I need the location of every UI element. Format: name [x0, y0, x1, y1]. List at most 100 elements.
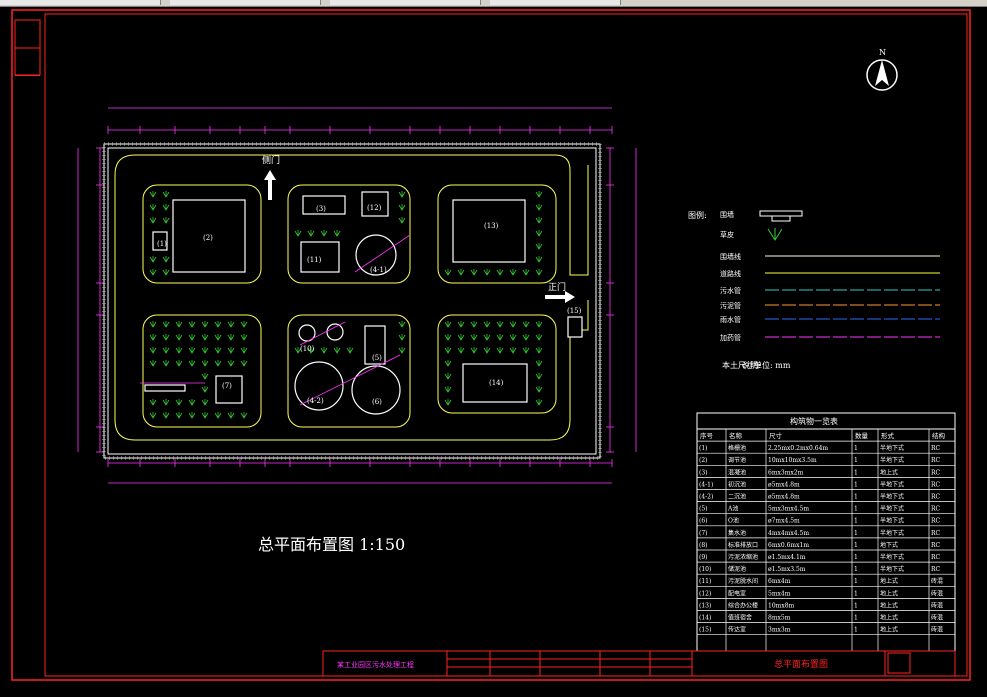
grass-icon [201, 321, 209, 328]
toolbar-tab[interactable] [628, 0, 987, 5]
table-cell: (12) [699, 590, 711, 597]
grass-icon [398, 334, 406, 341]
table-cell: (14) [699, 615, 711, 622]
table-cell: 1 [854, 530, 858, 537]
grass-icon [470, 321, 478, 328]
table-cell: 砖混 [931, 601, 943, 609]
outer-frame [11, 9, 971, 681]
grass-icon [188, 347, 196, 354]
dimension-lines [77, 107, 637, 484]
legend-note-text: 本土尺寸单位: mm [722, 360, 791, 370]
grass-icon [162, 204, 170, 211]
table-cell: 6mx4m [768, 578, 791, 585]
table-cell: (5) [699, 506, 708, 513]
grass-icon [535, 347, 543, 354]
grass-icon [535, 399, 543, 406]
table-cell: RC [931, 530, 941, 537]
plots [142, 184, 557, 428]
toolbar-strip [0, 0, 987, 7]
table-cell: 1 [854, 469, 858, 476]
table-cell: 1 [854, 602, 858, 609]
toolbar-tab[interactable] [0, 0, 161, 5]
grass-icon [214, 334, 222, 341]
road-line [114, 154, 589, 441]
toolbar-tab[interactable] [490, 0, 621, 5]
circle-diameter-lines [140, 234, 411, 406]
grass-icon [162, 191, 170, 198]
table-cell: RC [931, 566, 941, 573]
unit-label: (7) [222, 382, 232, 390]
grass-icon [162, 412, 170, 419]
legend-item-label: 道路线 [720, 269, 741, 278]
table-cell: 8mx5m [768, 615, 791, 622]
unit-labels: (1)(2)(3)(4-1)(4-2)(5)(6)(7)(10)(11)(12)… [157, 204, 582, 406]
grass-icon [535, 321, 543, 328]
grass-icon [175, 412, 183, 419]
legend-grass-icon [767, 228, 783, 241]
table-cell: 半地下式 [880, 553, 904, 561]
table-cell: (4-2) [699, 494, 713, 501]
unit-label: (1) [157, 240, 167, 248]
table-cell: RC [931, 554, 941, 561]
grass-icon [457, 321, 465, 328]
table-cell: 地上式 [880, 601, 898, 609]
grass-icon [162, 334, 170, 341]
grass-icon [188, 321, 196, 328]
grass-icon [162, 347, 170, 354]
grass-icon [444, 347, 452, 354]
grass-icon [522, 347, 530, 354]
grass-icon [162, 399, 170, 406]
grass-icon [188, 360, 196, 367]
structure-13 [452, 199, 526, 263]
table-cell: 污泥脱水间 [728, 577, 758, 585]
structure-6 [351, 365, 401, 415]
legend-item-label: 草皮 [720, 230, 734, 239]
table-cell: 5mx4m [768, 590, 791, 597]
grass-icon [240, 334, 248, 341]
table-cell: ø7mx4.5m [768, 518, 800, 525]
table-cell: (3) [699, 469, 708, 476]
unit-label: (14) [489, 379, 504, 387]
grass-icon [333, 230, 341, 237]
plot-f [437, 314, 557, 414]
grass-icon [227, 321, 235, 328]
grass-icon [522, 334, 530, 341]
table-cell: RC [931, 506, 941, 513]
grass-icon [149, 204, 157, 211]
table-cell: 半地下式 [880, 565, 904, 573]
grass-icon [457, 334, 465, 341]
grass-icon [496, 321, 504, 328]
structure-12 [361, 191, 389, 217]
toolbar-tab[interactable] [330, 0, 481, 5]
structure-14 [462, 363, 528, 403]
toolbar-tab[interactable] [170, 0, 321, 5]
grass-icon [470, 347, 478, 354]
structure-4-2 [294, 361, 344, 411]
table-cell: (11) [699, 578, 711, 585]
table-cell: RC [931, 481, 941, 488]
legend-item-label: 围墙线 [720, 252, 741, 261]
unit-label: (13) [484, 222, 499, 230]
grass-icon [149, 412, 157, 419]
grass-icon [149, 217, 157, 224]
grass-icon [522, 269, 530, 276]
grass-icon [175, 321, 183, 328]
table-cell: 二沉池 [728, 493, 746, 501]
title-block: 某工业园区污水处理工程 总平面布置图 [322, 650, 956, 677]
grass-icon [496, 334, 504, 341]
grass-icon [149, 360, 157, 367]
grass-icon [162, 217, 170, 224]
grass-icon [496, 347, 504, 354]
table-cell: 1 [854, 518, 858, 525]
table-cell: 储泥池 [728, 565, 746, 573]
table-cell: 值班宿舍 [728, 614, 752, 622]
legend-item-label: 雨水管 [720, 315, 741, 324]
grass-icon [149, 347, 157, 354]
north-label: N [879, 48, 886, 57]
grass-icon [201, 360, 209, 367]
grass-icon [162, 269, 170, 276]
table-header: 序号 [700, 431, 714, 440]
legend: 图例: 说明: 本土尺寸单位: mm 围墙草皮围墙线道路线污水管污泥管雨水管加药… [688, 210, 940, 370]
grass-icon [201, 347, 209, 354]
